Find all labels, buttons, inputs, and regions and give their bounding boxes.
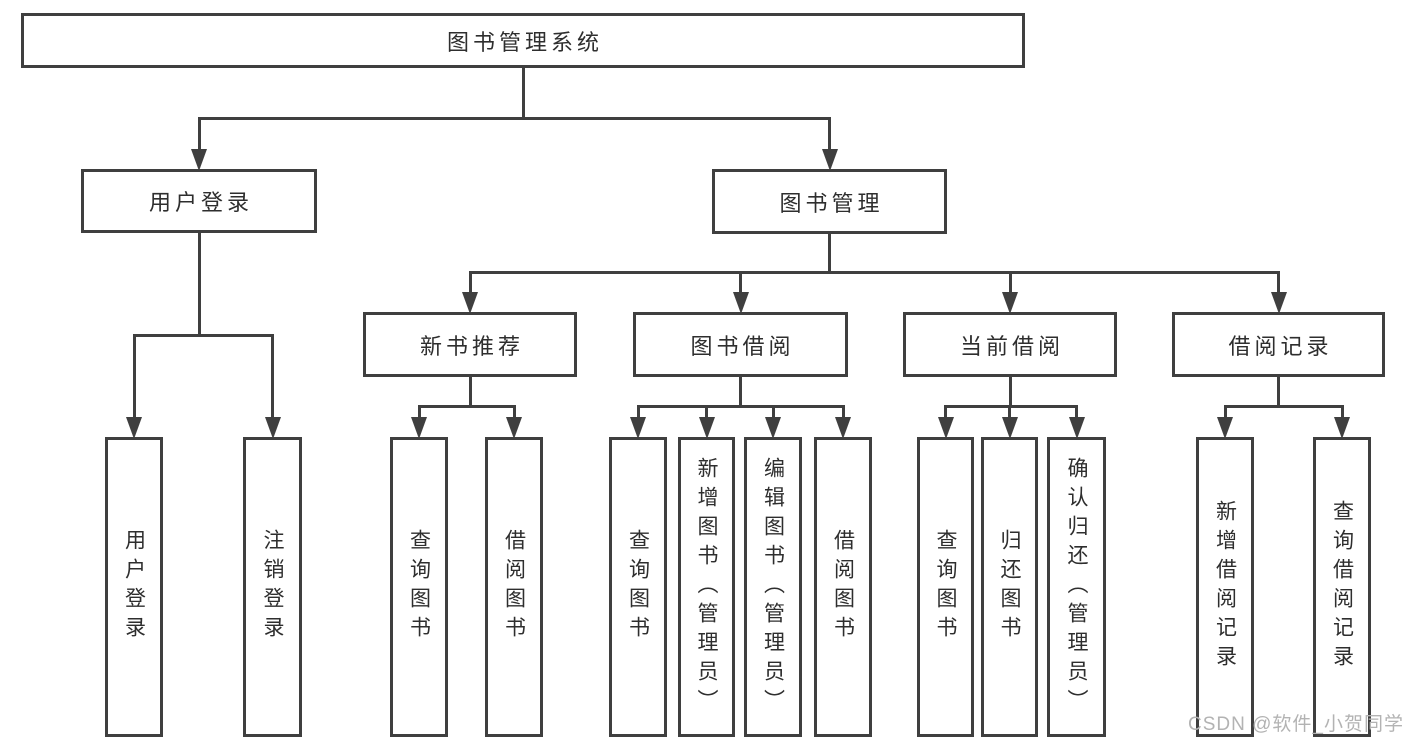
- arrow-down-icon: [126, 417, 142, 439]
- node-leaf-query-books-rec: 查询图书: [390, 437, 448, 737]
- connector-line: [739, 272, 742, 304]
- connector-line: [197, 118, 201, 161]
- arrow-down-icon: [937, 417, 954, 439]
- connector-line: [417, 404, 516, 408]
- node-new-book-recommend: 新书推荐: [363, 312, 577, 377]
- node-leaf-return-books: 归还图书: [981, 437, 1038, 737]
- node-leaf-query-borrow-record: 查询借阅记录: [1313, 437, 1371, 737]
- connector-line: [636, 404, 845, 408]
- node-label: 归还图书: [998, 529, 1021, 645]
- node-label: 新书推荐: [419, 333, 524, 359]
- connector-line: [828, 118, 831, 161]
- node-book-borrowing: 图书借阅: [633, 312, 848, 377]
- node-label: 新增图书（管理员）: [695, 456, 718, 718]
- node-label: 用户登录: [148, 190, 253, 215]
- connector-line: [271, 335, 274, 429]
- arrow-down-icon: [698, 417, 715, 439]
- connector-line: [1223, 404, 1344, 408]
- watermark: CSDN @软件_小贺同学: [1188, 714, 1404, 735]
- connector-line: [944, 404, 1078, 408]
- node-label: 编辑图书（管理员）: [761, 456, 785, 718]
- node-label: 图书管理: [779, 190, 884, 216]
- node-label: 借阅记录: [1228, 333, 1333, 359]
- connector-line: [521, 68, 525, 118]
- node-label: 查询图书: [934, 529, 957, 645]
- node-leaf-logout: 注销登录: [243, 437, 302, 737]
- connector-line: [197, 116, 831, 120]
- node-label: 查询借阅记录: [1330, 500, 1354, 674]
- node-leaf-query-books-bor: 查询图书: [609, 437, 667, 737]
- arrow-down-icon: [1002, 292, 1018, 314]
- arrow-down-icon: [835, 417, 851, 439]
- node-label: 查询图书: [626, 529, 650, 645]
- connector-line: [1277, 377, 1280, 406]
- node-label: 查询图书: [407, 529, 431, 645]
- connector-line: [1008, 272, 1012, 304]
- arrow-down-icon: [191, 149, 207, 171]
- connector-line: [197, 233, 201, 335]
- node-label: 借阅图书: [831, 529, 855, 645]
- node-leaf-query-books-cur: 查询图书: [917, 437, 974, 737]
- node-leaf-borrow-books-bor: 借阅图书: [814, 437, 872, 737]
- node-label: 用户登录: [122, 529, 146, 645]
- arrow-down-icon: [506, 417, 522, 439]
- connector-line: [468, 272, 472, 304]
- node-label: 注销登录: [261, 529, 284, 645]
- arrow-down-icon: [462, 292, 478, 314]
- node-label: 借阅图书: [502, 529, 526, 645]
- node-label: 新增借阅记录: [1213, 500, 1237, 674]
- arrow-down-icon: [411, 417, 427, 439]
- arrow-down-icon: [765, 417, 781, 439]
- node-leaf-add-borrow-record: 新增借阅记录: [1196, 437, 1254, 737]
- node-current-borrowing: 当前借阅: [903, 312, 1117, 377]
- arrow-down-icon: [630, 417, 646, 439]
- arrow-down-icon: [1068, 417, 1085, 439]
- node-leaf-user-login: 用户登录: [105, 437, 163, 737]
- node-label: 图书借阅: [690, 333, 795, 359]
- connector-line: [1277, 272, 1280, 304]
- node-label: 确认归还（管理员）: [1065, 456, 1088, 718]
- connector-line: [132, 333, 274, 337]
- arrow-down-icon: [1270, 292, 1287, 314]
- arrow-down-icon: [732, 292, 749, 314]
- node-user-login: 用户登录: [81, 169, 317, 233]
- arrow-down-icon: [264, 417, 281, 439]
- node-label: 当前借阅: [959, 333, 1064, 359]
- connector-line: [1008, 377, 1012, 406]
- connector-line: [132, 335, 136, 429]
- arrow-down-icon: [1334, 417, 1350, 439]
- node-book-management: 图书管理: [712, 169, 947, 234]
- node-borrowing-records: 借阅记录: [1172, 312, 1385, 377]
- node-leaf-confirm-return: 确认归还（管理员）: [1047, 437, 1106, 737]
- arrow-down-icon: [821, 149, 838, 171]
- connector-line: [739, 377, 742, 406]
- arrow-down-icon: [1217, 417, 1233, 439]
- arrow-down-icon: [1001, 417, 1018, 439]
- node-label: 图书管理系统: [446, 29, 603, 55]
- connector-line: [468, 377, 472, 406]
- node-leaf-edit-books-admin: 编辑图书（管理员）: [744, 437, 802, 737]
- connector-line: [828, 234, 831, 272]
- node-leaf-add-books-admin: 新增图书（管理员）: [678, 437, 735, 737]
- node-leaf-borrow-books-rec: 借阅图书: [485, 437, 543, 737]
- connector-line: [468, 270, 1280, 274]
- node-system-root: 图书管理系统: [21, 13, 1025, 68]
